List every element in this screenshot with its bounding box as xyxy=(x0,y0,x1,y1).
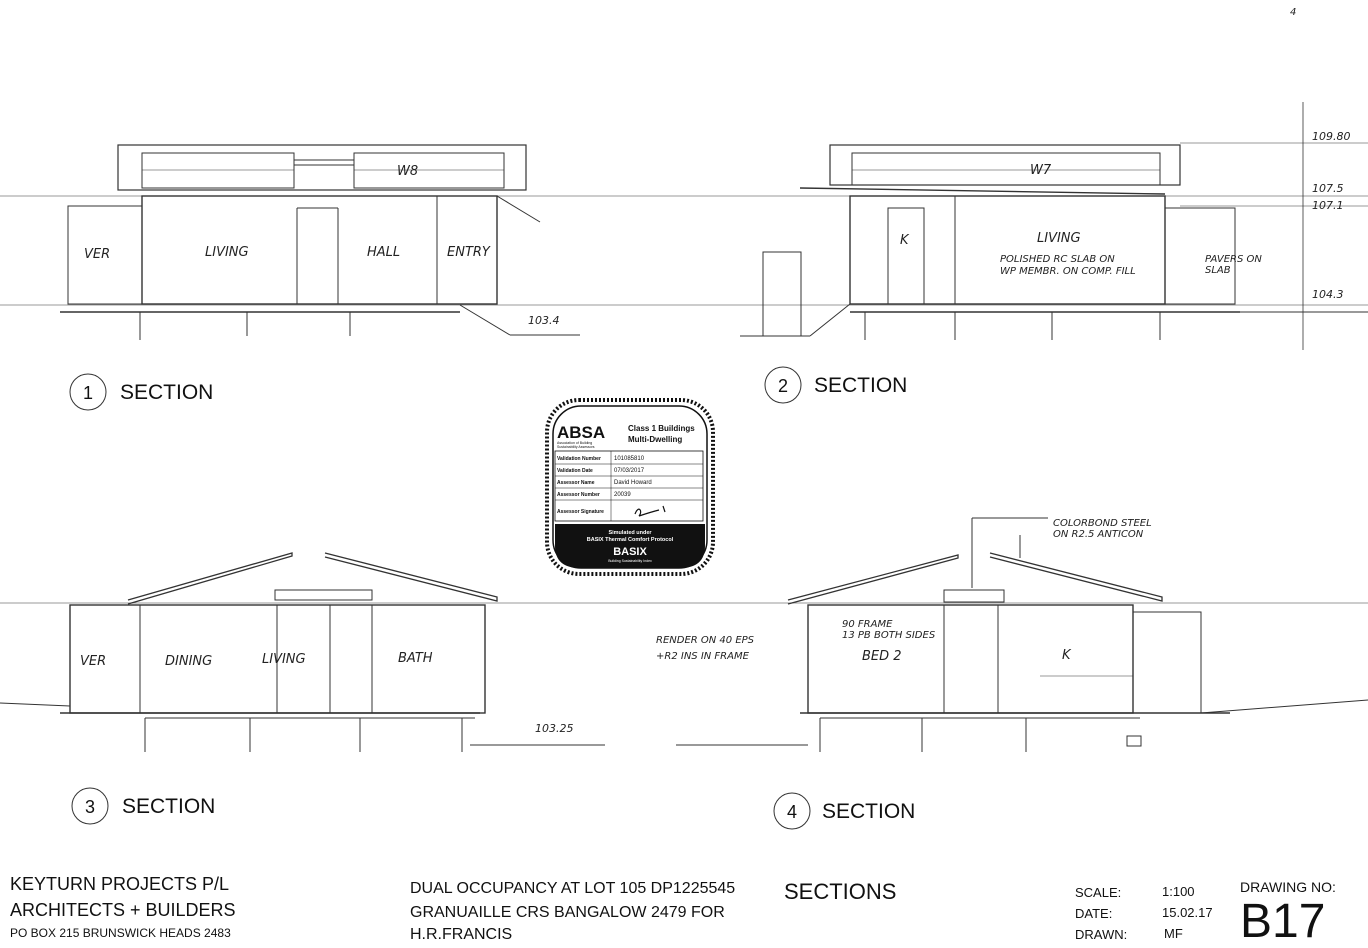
s3-bath: BATH xyxy=(398,651,433,666)
class-line-1: Class 1 Buildings xyxy=(628,424,695,433)
s4-note-frame-1: 90 FRAME xyxy=(842,619,893,630)
section-3-label: SECTION xyxy=(122,795,215,818)
footer-1: Simulated under xyxy=(608,530,652,536)
row-label: Assessor Signature xyxy=(557,509,604,515)
s4-note-render-2: +R2 INS IN FRAME xyxy=(656,651,750,662)
project-line-1: DUAL OCCUPANCY AT LOT 105 DP1225545 xyxy=(410,880,736,897)
sheet-title: SECTIONS xyxy=(784,879,897,904)
row-label: Assessor Name xyxy=(557,480,595,486)
row-value: 20039 xyxy=(614,492,631,498)
s2-k: K xyxy=(900,233,910,248)
section-2-number: 2 xyxy=(778,376,788,396)
level-107-5: 107.5 xyxy=(1312,182,1344,195)
row-label: Assessor Number xyxy=(557,492,600,498)
s4-note-roof-2: ON R2.5 ANTICON xyxy=(1053,529,1144,540)
section-1-number: 1 xyxy=(83,383,93,403)
s1-entry: ENTRY xyxy=(447,245,491,260)
s2-window: W7 xyxy=(1030,163,1052,178)
s1-window: W8 xyxy=(397,164,418,179)
section-1-bubble xyxy=(69,373,107,411)
row-label: Validation Date xyxy=(557,468,593,474)
row-value: 07/03/2017 xyxy=(614,468,645,474)
level-109-80: 109.80 xyxy=(1312,130,1351,143)
s2-note-pavers-2: SLAB xyxy=(1205,265,1231,276)
assessor-signature xyxy=(634,505,666,517)
s3-ver: VER xyxy=(80,654,106,669)
s3-level: 103.25 xyxy=(535,722,574,735)
level-104-3: 104.3 xyxy=(1312,288,1344,301)
row-label: Validation Number xyxy=(557,456,601,462)
drawn-label: DRAWN: xyxy=(1075,927,1128,942)
s3-dining: DINING xyxy=(165,654,212,669)
section-1-label: SECTION xyxy=(120,381,213,404)
date-value: 15.02.17 xyxy=(1162,905,1213,920)
s2-note-pavers-1: PAVERS ON xyxy=(1205,254,1262,265)
company-address: PO BOX 215 BRUNSWICK HEADS 2483 xyxy=(10,926,231,940)
row-value: David Howard xyxy=(614,480,652,486)
drawing-number: B17 xyxy=(1240,895,1326,948)
section-4-bubble xyxy=(773,792,811,830)
footer-2: BASIX Thermal Comfort Protocol xyxy=(587,537,674,543)
s4-bed: BED 2 xyxy=(862,649,902,664)
absa-certification-stamp: ABSA Association of Building Sustainabil… xyxy=(545,398,715,576)
s1-living: LIVING xyxy=(205,245,249,260)
section-3-number: 3 xyxy=(85,797,95,817)
footer-4: Building Sustainability Index xyxy=(608,559,652,563)
project-line-3: H.R.FRANCIS xyxy=(410,926,513,943)
absa-sub-1: Association of Building xyxy=(557,441,592,445)
company-type: ARCHITECTS + BUILDERS xyxy=(10,900,236,920)
s2-note-slab-2: WP MEMBR. ON COMP. FILL xyxy=(1000,266,1136,277)
section-3-drawing xyxy=(0,552,605,752)
scale-label: SCALE: xyxy=(1075,885,1122,900)
corner-mark: 4 xyxy=(1290,7,1296,18)
class-line-2: Multi-Dwelling xyxy=(628,435,682,444)
s4-note-frame-2: 13 PB BOTH SIDES xyxy=(842,630,936,641)
section-2-label: SECTION xyxy=(814,374,907,397)
s4-note-roof-1: COLORBOND STEEL xyxy=(1053,518,1152,529)
drawing-no-label: DRAWING NO: xyxy=(1240,879,1336,895)
absa-sub-2: Sustainability Assessors xyxy=(557,445,595,449)
section-4-number: 4 xyxy=(787,802,797,822)
s4-note-render-1: RENDER ON 40 EPS xyxy=(656,635,755,646)
s2-note-slab-1: POLISHED RC SLAB ON xyxy=(1000,254,1115,265)
s1-hall: HALL xyxy=(367,245,400,260)
section-4-label: SECTION xyxy=(822,800,915,823)
s1-ver: VER xyxy=(84,247,110,262)
s3-living: LIVING xyxy=(262,652,306,667)
s2-living: LIVING xyxy=(1037,231,1081,246)
s1-level: 103.4 xyxy=(528,314,560,327)
basix-logo-text: BASIX xyxy=(613,546,647,558)
s4-k: K xyxy=(1062,648,1072,663)
section-1-drawing xyxy=(60,144,580,340)
level-107-1: 107.1 xyxy=(1312,199,1344,212)
scale-value: 1:100 xyxy=(1162,884,1195,899)
company-name: KEYTURN PROJECTS P/L xyxy=(10,874,230,894)
section-2-bubble xyxy=(764,366,802,404)
section-4-drawing xyxy=(676,517,1368,752)
absa-brand: ABSA xyxy=(557,423,605,442)
project-line-2: GRANUAILLE CRS BANGALOW 2479 FOR xyxy=(410,904,725,921)
drawn-value: MF xyxy=(1164,926,1183,941)
row-value: 101085810 xyxy=(614,456,645,462)
date-label: DATE: xyxy=(1075,906,1113,921)
section-2-drawing xyxy=(740,144,1368,340)
section-3-bubble xyxy=(71,787,109,825)
